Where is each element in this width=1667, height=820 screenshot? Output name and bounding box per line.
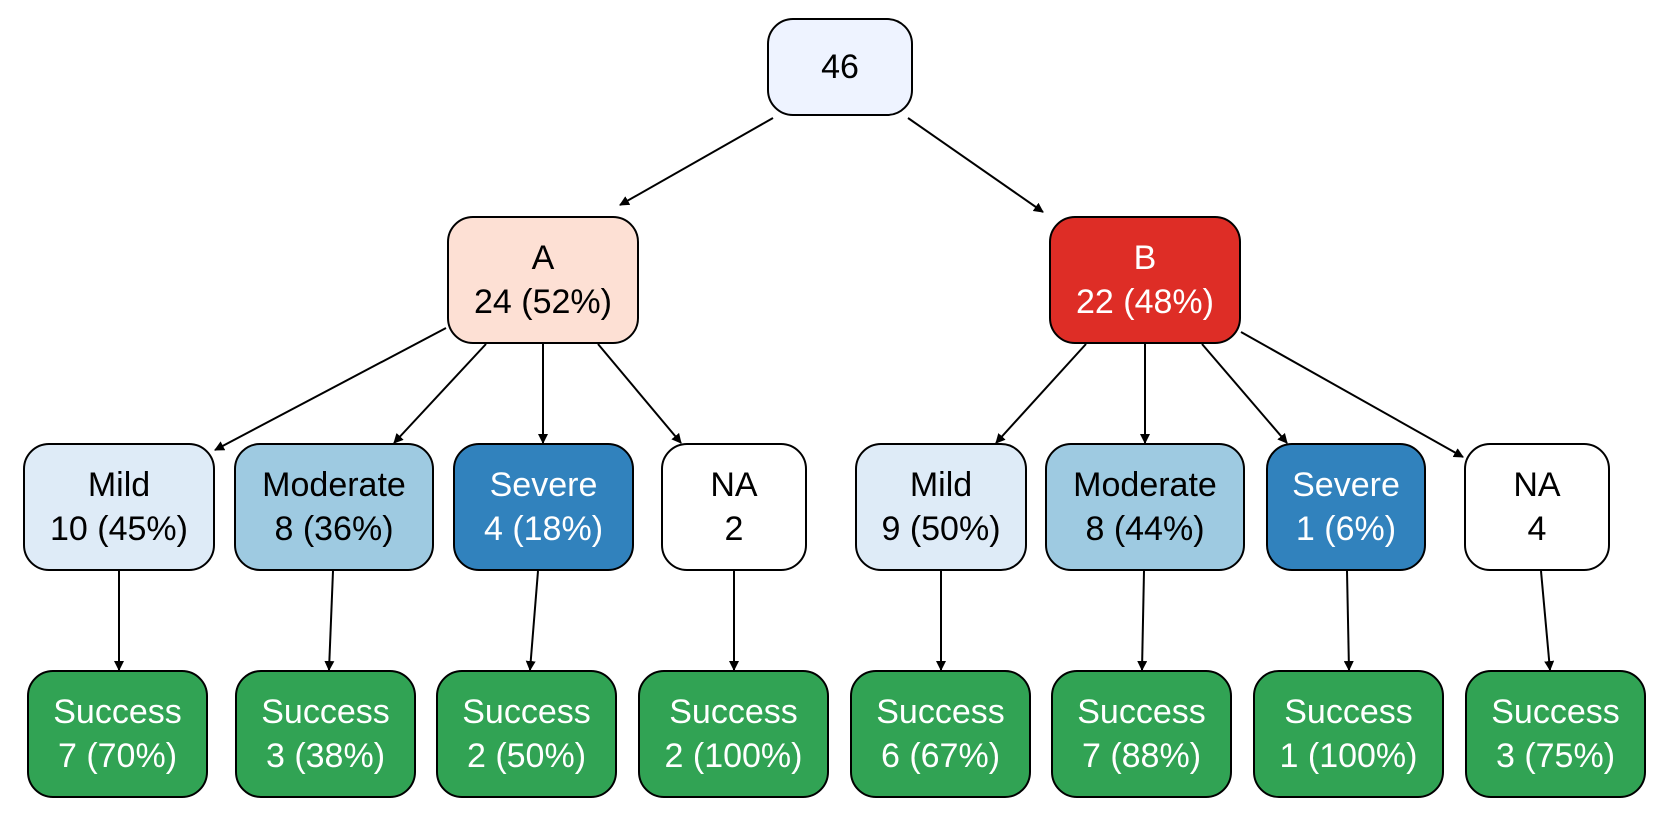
b-na-count: 4: [1527, 510, 1547, 548]
b-severe-node: Severe 1 (6%): [1266, 443, 1426, 571]
b-na-node: NA 4: [1464, 443, 1610, 571]
a-na-success-label: Success: [669, 693, 798, 731]
a-severe-label: Severe: [489, 466, 598, 504]
b-moderate-success-label: Success: [1077, 693, 1206, 731]
b-moderate-count: 8 (44%): [1085, 510, 1205, 548]
a-moderate-success-label: Success: [261, 693, 390, 731]
b-moderate-success-count: 7 (88%): [1081, 737, 1202, 775]
b-mild-count: 9 (50%): [881, 510, 1001, 548]
edge-root-a: [619, 117, 774, 206]
b-mild-success-node: Success 6 (67%): [850, 670, 1031, 798]
b-na-label: NA: [1513, 466, 1561, 504]
b-severe-success-count: 1 (100%): [1279, 737, 1418, 775]
b-severe-count: 1 (6%): [1295, 510, 1397, 548]
a-na-count: 2: [724, 510, 744, 548]
b-severe-success-node: Success 1 (100%): [1253, 670, 1444, 798]
edge-b-severe-success: [1343, 570, 1354, 671]
edge-a-na: [597, 343, 682, 444]
a-mild-label: Mild: [87, 466, 151, 504]
a-moderate-success-count: 3 (38%): [265, 737, 386, 775]
group-b-count: 22 (48%): [1076, 283, 1214, 321]
edge-a-moderate-success: [324, 570, 335, 671]
a-mild-success-label: Success: [53, 693, 182, 731]
a-moderate-count: 8 (36%): [274, 510, 394, 548]
a-severe-count: 4 (18%): [483, 510, 604, 548]
a-moderate-node: Moderate 8 (36%): [234, 443, 434, 571]
a-moderate-success-node: Success 3 (38%): [235, 670, 416, 798]
root-node: 46: [767, 18, 913, 116]
group-b-node: B 22 (48%): [1049, 216, 1241, 344]
a-na-label: NA: [710, 466, 758, 504]
b-mild-node: Mild 9 (50%): [855, 443, 1027, 571]
b-moderate-label: Moderate: [1073, 466, 1217, 504]
b-na-success-count: 3 (75%): [1495, 737, 1616, 775]
b-na-success-label: Success: [1491, 693, 1620, 731]
a-mild-node: Mild 10 (45%): [23, 443, 215, 571]
b-mild-label: Mild: [909, 466, 973, 504]
a-mild-success-count: 7 (70%): [57, 737, 178, 775]
b-severe-success-label: Success: [1284, 693, 1413, 731]
edge-b-moderate-success: [1137, 570, 1148, 671]
a-mild-success-node: Success 7 (70%): [27, 670, 208, 798]
a-na-success-count: 2 (100%): [664, 737, 803, 775]
a-severe-success-label: Success: [462, 693, 591, 731]
a-na-node: NA 2: [661, 443, 807, 571]
a-severe-success-node: Success 2 (50%): [436, 670, 617, 798]
group-a-count: 24 (52%): [474, 283, 612, 321]
edge-b-na: [1240, 331, 1464, 458]
edge-b-na-success: [1540, 570, 1555, 671]
group-a-label: A: [531, 239, 555, 277]
b-moderate-success-node: Success 7 (88%): [1051, 670, 1232, 798]
edge-a-mild: [214, 327, 447, 451]
b-na-success-node: Success 3 (75%): [1465, 670, 1646, 798]
a-severe-success-count: 2 (50%): [466, 737, 587, 775]
a-na-success-node: Success 2 (100%): [638, 670, 829, 798]
b-mild-success-label: Success: [876, 693, 1005, 731]
root-total: 46: [821, 48, 859, 86]
b-moderate-node: Moderate 8 (44%): [1045, 443, 1245, 571]
edge-a-severe-success: [525, 570, 539, 671]
a-mild-count: 10 (45%): [50, 510, 188, 548]
edge-a-moderate: [393, 343, 487, 444]
group-b-label: B: [1133, 239, 1157, 277]
a-moderate-label: Moderate: [262, 466, 406, 504]
b-severe-label: Severe: [1292, 466, 1400, 504]
b-mild-success-count: 6 (67%): [880, 737, 1001, 775]
a-severe-node: Severe 4 (18%): [453, 443, 634, 571]
group-a-node: A 24 (52%): [447, 216, 639, 344]
edge-b-mild: [995, 343, 1087, 444]
edge-b-severe: [1201, 343, 1288, 444]
edge-root-b: [907, 117, 1044, 213]
